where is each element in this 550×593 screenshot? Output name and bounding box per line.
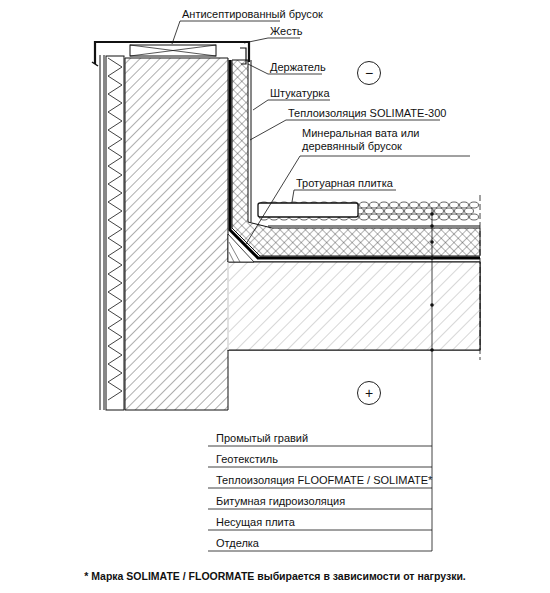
insulation-zigzag bbox=[108, 58, 122, 400]
layer-leader bbox=[208, 208, 432, 551]
sign-circle: + bbox=[357, 381, 381, 405]
antiseptic-bar bbox=[130, 45, 216, 56]
bearing-slab bbox=[228, 262, 480, 350]
layer-label: Теплоизоляция FLOOFMATE / SOLIMATE* bbox=[216, 474, 432, 487]
layer-label: Битумная гидроизоляция bbox=[216, 495, 345, 508]
layer-label: Отделка bbox=[216, 537, 259, 550]
callout-label: Антисептированный брусок bbox=[182, 8, 323, 21]
insulation-layer bbox=[232, 60, 480, 256]
outer-plaster bbox=[100, 55, 101, 410]
outer-plaster bbox=[104, 55, 105, 410]
callout-label: Теплоизоляция SOLIMATE-300 bbox=[288, 107, 446, 120]
layer-label: Геотекстиль bbox=[216, 453, 278, 466]
callout-label: Минеральная вата или деревянный брусок bbox=[302, 127, 480, 153]
paving-tile bbox=[258, 203, 358, 217]
break-line bbox=[480, 195, 481, 360]
tin-coping bbox=[95, 42, 249, 64]
bitumen-waterproofing bbox=[230, 60, 480, 258]
slab-ground bbox=[228, 262, 480, 350]
sign-text: + bbox=[365, 385, 373, 401]
layer-label: Промытый гравий bbox=[216, 432, 308, 445]
concrete-wall-slab bbox=[125, 58, 480, 410]
geotextile bbox=[268, 225, 480, 226]
sign-text: − bbox=[365, 65, 373, 81]
outer-insulation bbox=[106, 56, 124, 410]
layer-label: Несущая плита bbox=[216, 516, 295, 529]
sign-circle: − bbox=[357, 61, 381, 85]
callout-label: Штукатурка bbox=[270, 87, 330, 100]
inner-plaster bbox=[251, 60, 252, 222]
layer-dots bbox=[430, 212, 434, 352]
callout-label: Жесть bbox=[270, 25, 302, 38]
callout-label: Держатель bbox=[270, 61, 326, 74]
footnote: * Марка SOLIMATE / FLOORMATE выбирается … bbox=[10, 570, 540, 583]
callout-label: Тротуарная плитка bbox=[296, 177, 393, 190]
